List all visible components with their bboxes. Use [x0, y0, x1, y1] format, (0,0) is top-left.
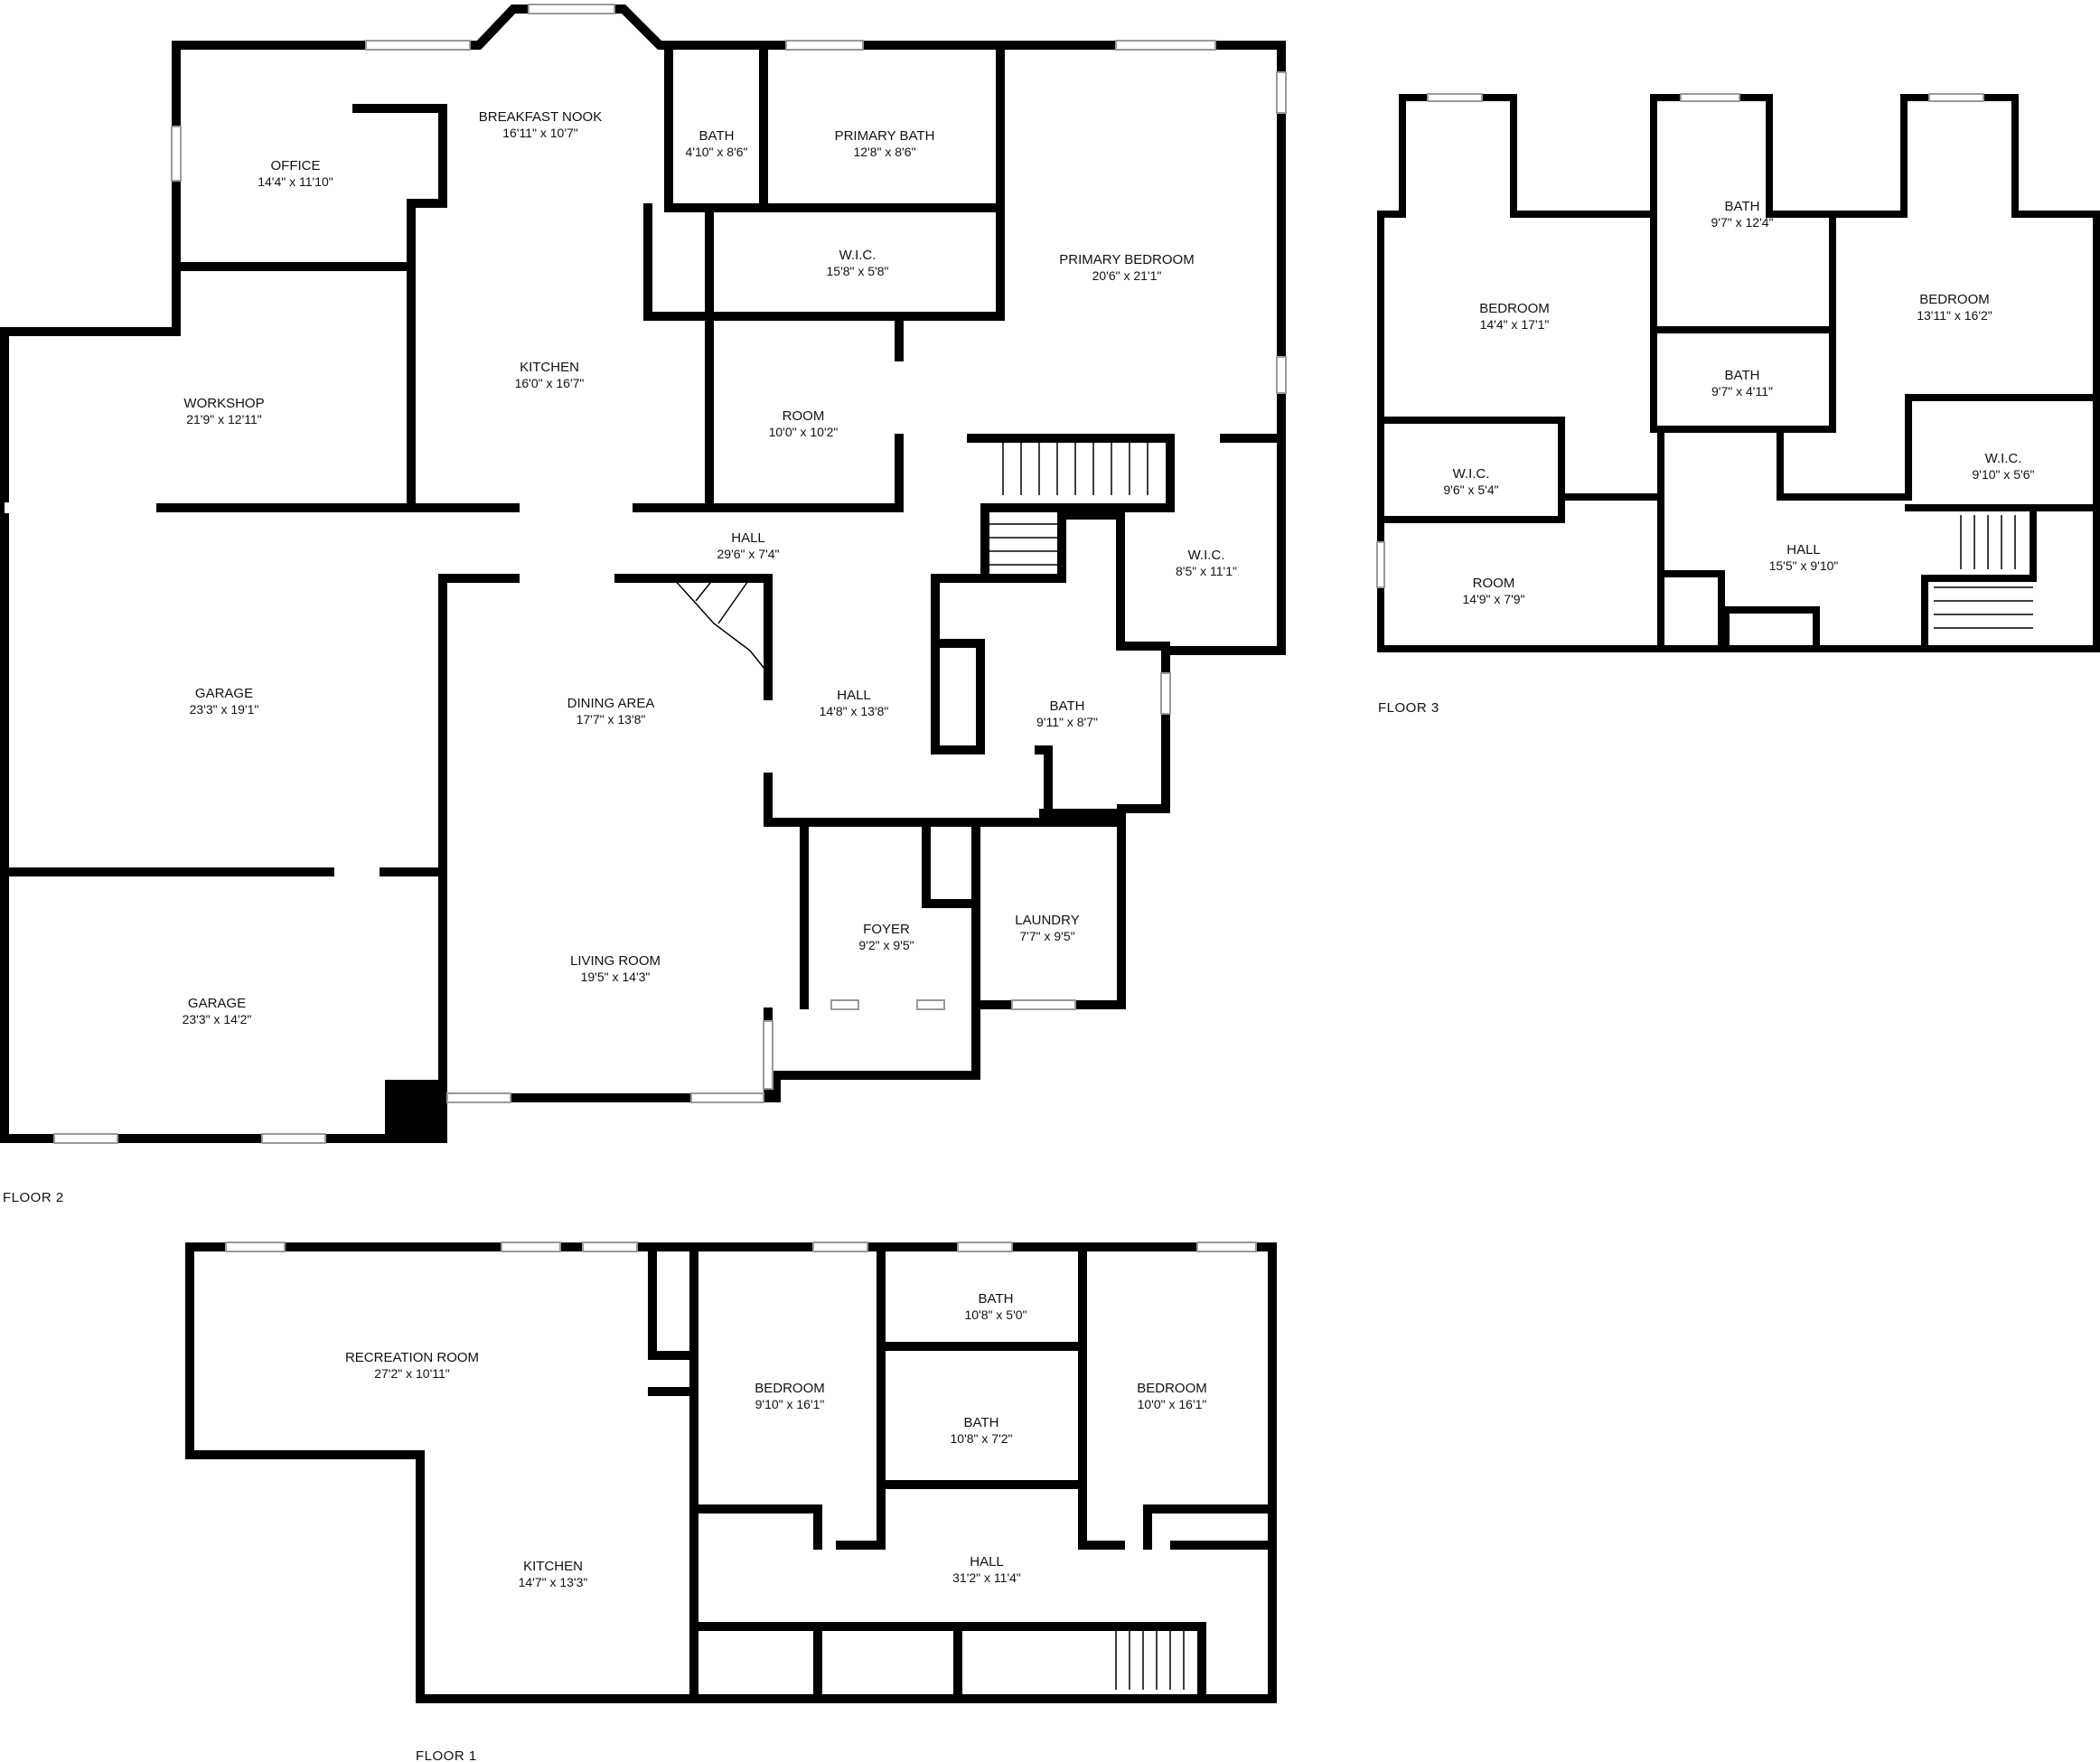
bath-dims: 4'10" x 8'6": [686, 145, 748, 159]
room-walls: [705, 434, 904, 512]
garage-label: GARAGE: [195, 686, 253, 701]
stairs: [672, 441, 1148, 674]
laundry-dims: 7'7" x 9'5": [1019, 929, 1074, 943]
hall-3-label: HALL: [1786, 542, 1821, 558]
foyer-label: FOYER: [863, 922, 910, 937]
bath-top-label: BATH: [1725, 199, 1760, 214]
wic-left-label: W.I.C.: [1453, 466, 1490, 482]
recreation-room-dims: 27'2" x 10'11": [374, 1366, 450, 1381]
garage-2-label: GARAGE: [188, 996, 246, 1011]
bedroom-right-label: BEDROOM: [1919, 292, 1990, 307]
kitchen-dims: 16'0" x 16'7": [515, 376, 585, 390]
windows-floor-1: [225, 1242, 1257, 1252]
dining-area-dims: 17'7" x 13'8": [577, 712, 646, 726]
floor-2-title: FLOOR 2: [3, 1190, 64, 1205]
garage-2-dims: 23'3" x 14'2": [183, 1012, 252, 1026]
dining-area-label: DINING AREA: [567, 696, 655, 711]
kitchen-label: KITCHEN: [520, 360, 579, 375]
stairs-floor-3: [1934, 515, 2033, 629]
laundry-label: LAUNDRY: [1015, 913, 1079, 928]
utility-block: [385, 1080, 443, 1139]
office-label: OFFICE: [271, 158, 321, 173]
living-room-label: LIVING ROOM: [570, 953, 661, 969]
bath-1-mid-label: BATH: [964, 1415, 999, 1430]
hall-label: HALL: [731, 530, 765, 546]
bath-mid-dims: 9'7" x 4'11": [1711, 384, 1773, 398]
floor-3-plan: [1377, 94, 2100, 652]
room-dims: 10'0" x 10'2": [769, 425, 839, 439]
windows-floor-3: [1376, 93, 1984, 588]
office-dims: 14'4" x 11'10": [258, 174, 333, 189]
office-walls: [172, 104, 447, 271]
utility-block: [1039, 809, 1120, 825]
bath-label: BATH: [699, 128, 735, 144]
wic-dims: 15'8" x 5'8": [827, 264, 889, 278]
primary-bedroom-dims: 20'6" x 21'1": [1092, 268, 1162, 283]
hall-1-dims: 31'2" x 11'4": [952, 1570, 1021, 1585]
wic-left-dims: 9'6" x 5'4": [1443, 483, 1498, 497]
room-3-label: ROOM: [1473, 576, 1515, 591]
bedroom-1-right-label: BEDROOM: [1137, 1381, 1207, 1396]
wic-side-label: W.I.C.: [1188, 548, 1225, 563]
bath-1-top-dims: 10'8" x 5'0": [965, 1307, 1027, 1322]
floor-1-title: FLOOR 1: [416, 1748, 477, 1762]
primary-bath-dims: 12'8" x 8'6": [854, 145, 916, 159]
garage-dims: 23'3" x 19'1": [190, 702, 259, 717]
living-room-dims: 19'5" x 14'3": [581, 970, 651, 984]
bath-center-dims: 9'11" x 8'7": [1036, 715, 1098, 729]
bedroom-1-left-label: BEDROOM: [755, 1381, 825, 1396]
stair-walls: [962, 434, 1175, 512]
foyer-dims: 9'2" x 9'5": [858, 938, 914, 952]
hall-dims: 29'6" x 7'4": [717, 547, 780, 561]
hall-center-dims: 14'8" x 13'8": [820, 704, 889, 718]
door-openings: [5, 434, 967, 584]
bedroom-1-right-dims: 10'0" x 16'1": [1138, 1397, 1207, 1411]
bedroom-left-dims: 14'4" x 17'1": [1480, 317, 1550, 332]
workshop-dims: 21'9" x 12'11": [186, 412, 262, 426]
wic-label: W.I.C.: [839, 248, 877, 263]
floor-3-labels: BEDROOM 14'4" x 17'1" BATH 9'7" x 12'4" …: [1443, 199, 2034, 606]
floor-1-exterior-wall: [185, 1242, 1277, 1703]
hall-walls: [931, 574, 980, 754]
stairs-floor-1: [1115, 1631, 1185, 1690]
stair-walls-lower: [980, 503, 1125, 651]
bath-top-dims: 9'7" x 12'4": [1711, 215, 1774, 230]
bath-1-mid-dims: 10'8" x 7'2": [951, 1431, 1013, 1446]
workshop-label: WORKSHOP: [183, 396, 264, 411]
floor-3-title: FLOOR 3: [1378, 700, 1439, 716]
bath-1-top-label: BATH: [979, 1291, 1014, 1307]
bedroom-left-label: BEDROOM: [1479, 301, 1550, 316]
recreation-room-label: RECREATION ROOM: [345, 1350, 479, 1365]
kitchen-1-label: KITCHEN: [523, 1559, 583, 1574]
hall-3-dims: 15'5" x 9'10": [1769, 558, 1839, 573]
room-3-dims: 14'9" x 7'9": [1463, 592, 1525, 606]
hall-center-label: HALL: [837, 688, 871, 703]
room-label: ROOM: [783, 408, 825, 424]
floor-1-plan: [185, 1242, 1277, 1703]
breakfast-nook-label: BREAKFAST NOOK: [479, 109, 602, 125]
wic-side-dims: 8'5" x 11'1": [1176, 564, 1237, 578]
kitchen-1-dims: 14'7" x 13'3": [519, 1575, 588, 1589]
closet-walls: [922, 827, 980, 908]
primary-bath-label: PRIMARY BATH: [835, 128, 935, 144]
floor-1-labels: RECREATION ROOM 27'2" x 10'11" BEDROOM 9…: [345, 1291, 1207, 1589]
floor-3-exterior-wall: [1377, 94, 2100, 652]
primary-bedroom-label: PRIMARY BEDROOM: [1059, 252, 1194, 267]
floor-2-labels: OFFICE 14'4" x 11'10" BREAKFAST NOOK 16'…: [183, 109, 1237, 1026]
breakfast-nook-dims: 16'11" x 10'7": [502, 126, 578, 140]
wic-right-dims: 9'10" x 5'6": [1973, 467, 2035, 482]
bedroom-1-left-dims: 9'10" x 16'1": [755, 1397, 825, 1411]
wic-walls: [643, 203, 1005, 321]
wic-right-label: W.I.C.: [1985, 451, 2022, 466]
hall-1-label: HALL: [970, 1554, 1004, 1570]
windows: [53, 4, 1287, 1144]
bath-walls-2: [1035, 745, 1053, 813]
bedroom-right-dims: 13'11" x 16'2": [1917, 308, 1992, 323]
bath-mid-label: BATH: [1725, 368, 1760, 383]
bath-center-label: BATH: [1050, 698, 1085, 714]
